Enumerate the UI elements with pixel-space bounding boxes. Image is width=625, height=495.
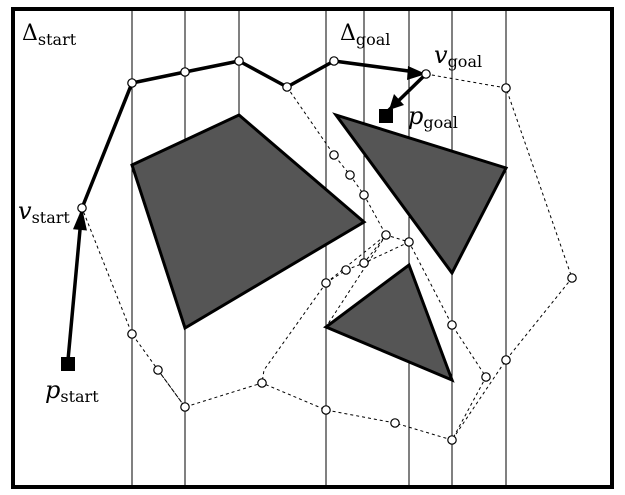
roadmap-node <box>421 69 431 79</box>
arrowhead-to-pgoal <box>389 94 404 110</box>
label-p-goal-sub: goal <box>423 113 458 132</box>
label-delta-start-symbol: Δ <box>22 21 38 46</box>
label-p-goal: pgoal <box>408 102 458 132</box>
roadmap-node <box>567 273 577 283</box>
label-delta-start-sub: start <box>38 30 77 49</box>
roadmap-node <box>345 170 355 180</box>
label-delta-goal-symbol: Δ <box>340 21 356 46</box>
roadmap-node <box>329 150 339 160</box>
roadmap-node <box>180 67 190 77</box>
roadmap-node <box>447 435 457 445</box>
roadmap-node <box>341 265 351 275</box>
roadmap-node <box>180 402 190 412</box>
obstacle-triangle-lower <box>323 262 455 383</box>
roadmap-edge <box>325 234 487 441</box>
label-delta-goal-sub: goal <box>356 30 391 49</box>
label-v-goal: vgoal <box>434 41 482 71</box>
roadmap-edge <box>363 241 410 264</box>
roadmap-node <box>390 418 400 428</box>
roadmap-node <box>501 83 511 93</box>
roadmap-node <box>359 258 369 268</box>
obstacles <box>130 112 509 383</box>
label-p-goal-symbol: p <box>408 102 423 130</box>
roadmap-node <box>127 78 137 88</box>
roadmap-edge <box>286 86 387 284</box>
roadmap-node <box>257 378 267 388</box>
roadmap-node <box>153 365 163 375</box>
label-p-start: pstart <box>45 376 99 406</box>
label-p-start-symbol: p <box>45 376 60 404</box>
roadmap-edge <box>81 207 453 441</box>
roadmap-edge <box>157 369 186 408</box>
roadmap-node <box>381 230 391 240</box>
roadmap-node <box>321 405 331 415</box>
label-delta-goal: Δgoal <box>340 21 390 49</box>
p-goal-marker <box>379 109 393 123</box>
label-delta-start: Δstart <box>22 21 77 49</box>
roadmap-node <box>359 190 369 200</box>
label-v-start-symbol: v <box>18 197 32 225</box>
label-v-start-sub: start <box>32 208 71 227</box>
label-v-start: vstart <box>18 197 70 227</box>
roadmap-node <box>481 372 491 382</box>
roadmap-edge <box>325 234 387 328</box>
roadmap-node <box>447 320 457 330</box>
obstacle-quadrilateral <box>130 113 367 331</box>
arrowhead-to-vgoal <box>407 66 426 80</box>
obstacle-triangle-upper <box>332 112 509 276</box>
roadmap-node <box>234 56 244 66</box>
roadmap-node <box>127 329 137 339</box>
p-start-marker <box>61 357 75 371</box>
arrowhead-to-vstart <box>72 208 87 231</box>
label-v-goal-sub: goal <box>448 52 483 71</box>
roadmap-nodes <box>77 56 577 445</box>
roadmap-node <box>501 355 511 365</box>
label-v-goal-symbol: v <box>434 41 448 69</box>
path-start-segment <box>66 206 84 362</box>
roadmap-node <box>329 56 339 66</box>
roadmap-node <box>77 203 87 213</box>
roadmap-node <box>404 237 414 247</box>
label-p-start-sub: start <box>60 387 99 406</box>
roadmap-node <box>282 82 292 92</box>
roadmap-node <box>321 278 331 288</box>
